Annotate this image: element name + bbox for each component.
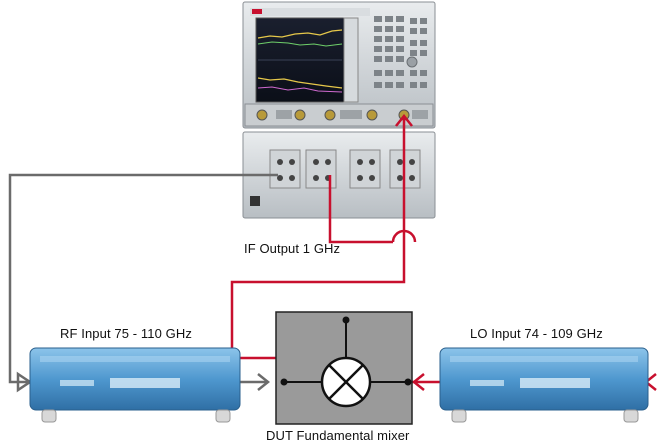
analyzer-screen — [256, 18, 358, 102]
lo-input-label: LO Input 74 - 109 GHz — [470, 326, 603, 341]
rf-input-label: RF Input 75 - 110 GHz — [60, 326, 192, 341]
lo-frequency-extender — [440, 348, 648, 422]
if-output-label: IF Output 1 GHz — [244, 241, 340, 256]
network-analyzer — [243, 2, 435, 128]
dut-label: DUT Fundamental mixer — [266, 428, 409, 443]
mixer-symbol-icon — [322, 358, 370, 406]
dut-mixer-box — [276, 312, 412, 424]
rf-frequency-extender — [30, 348, 240, 422]
